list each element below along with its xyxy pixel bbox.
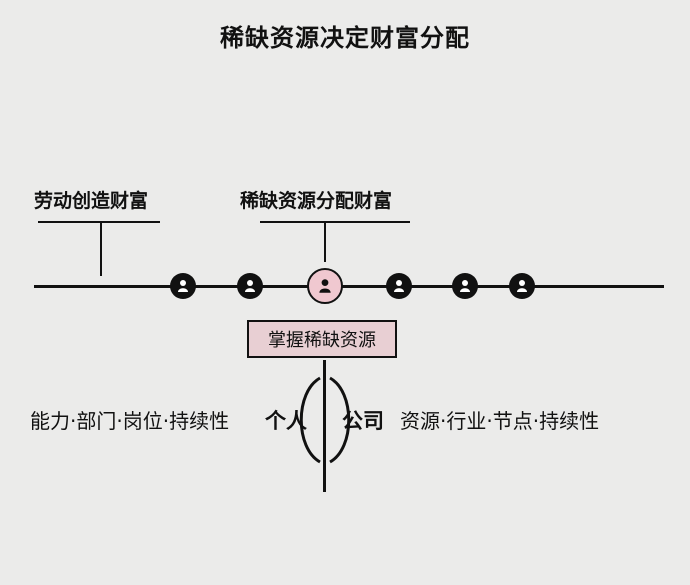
- label-scarce-distribution: 稀缺资源分配财富: [240, 190, 393, 212]
- timeline-node-4: [386, 273, 412, 299]
- center-divider-line: [323, 360, 326, 492]
- timeline-node-6: [509, 273, 535, 299]
- individual-label: 个人: [265, 408, 307, 433]
- labor-bracket-line: [38, 221, 160, 223]
- person-icon: [319, 279, 331, 293]
- timeline-node-highlighted: [307, 268, 343, 304]
- label-labor-wealth: 劳动创造财富: [34, 190, 149, 212]
- grasp-scarce-resources-box: 掌握稀缺资源: [247, 320, 397, 358]
- diagram-title: 稀缺资源决定财富分配: [220, 23, 470, 52]
- person-icon: [178, 280, 188, 292]
- right-bracket-arc: [329, 376, 351, 464]
- company-attributes: 资源·行业·节点·持续性: [400, 409, 600, 433]
- labor-stem-line: [100, 222, 102, 276]
- company-label: 公司: [342, 408, 384, 433]
- left-bracket-arc: [299, 376, 321, 464]
- split-brackets: [299, 376, 351, 464]
- scarce-stem-line: [324, 222, 326, 262]
- person-icon: [394, 280, 404, 292]
- timeline-node-5: [452, 273, 478, 299]
- individual-attributes: 能力·部门·岗位·持续性: [30, 409, 230, 433]
- scarce-bracket-line: [260, 221, 410, 223]
- person-icon: [460, 280, 470, 292]
- timeline-axis: [34, 285, 664, 288]
- timeline-node-2: [237, 273, 263, 299]
- timeline-node-1: [170, 273, 196, 299]
- person-icon: [517, 280, 527, 292]
- person-icon: [245, 280, 255, 292]
